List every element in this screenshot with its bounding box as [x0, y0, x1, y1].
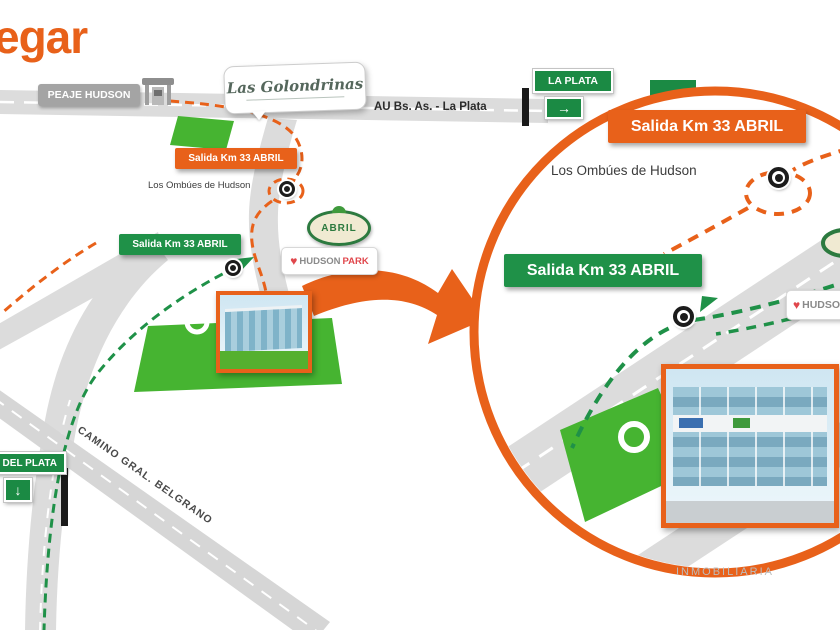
pin-dot	[230, 265, 236, 271]
heart-icon: ♥	[290, 254, 298, 268]
inset-abril-logo-fragment	[821, 228, 840, 258]
target-pin-icon	[225, 260, 241, 276]
leaf-icon	[332, 206, 346, 213]
salida-green-sign: Salida Km 33 ABRIL	[119, 234, 241, 255]
photo-mullions	[672, 387, 828, 487]
toll-canopy	[142, 78, 174, 85]
inset-ombues-label: Los Ombúes de Hudson	[551, 163, 697, 178]
sign-pointer	[251, 111, 267, 121]
inset-green-route	[570, 236, 840, 449]
abril-label: ABRIL	[321, 222, 357, 234]
toll-pillar	[167, 85, 171, 105]
toll-window	[154, 90, 162, 96]
mar-del-plata-sign: MAR DEL PLATA ↓	[0, 451, 67, 503]
inset-salida-green-sign: Salida Km 33 ABRIL	[504, 254, 702, 287]
inset-orange-loop	[744, 170, 812, 216]
photo-sign-mark	[733, 418, 750, 428]
zoom-arrow	[302, 269, 486, 344]
salida-orange-sign: Salida Km 33 ABRIL	[175, 148, 297, 169]
green-route-dashed	[42, 265, 237, 630]
photo-sign-mark	[679, 418, 703, 428]
pin-dot	[774, 173, 783, 182]
las-golondrinas-sign: Las Golondrinas	[223, 61, 367, 121]
down-arrow-icon: ↓	[3, 477, 33, 503]
divider	[246, 96, 345, 101]
exit-ramp-road	[248, 118, 297, 305]
pin-dot	[284, 186, 290, 192]
camino-lane-line	[0, 401, 317, 630]
peaje-hudson-sign: PEAJE HUDSON	[38, 84, 140, 106]
roundabout-marker	[184, 309, 210, 335]
photo-signage-band	[672, 415, 828, 433]
park-label: PARK	[342, 255, 369, 267]
hudson-label: HUDSON	[802, 299, 840, 311]
target-pin-icon	[673, 306, 694, 327]
photo-plaza	[666, 501, 834, 523]
orange-route-loop	[267, 177, 305, 205]
building-photo	[216, 291, 312, 373]
south-road-lane-line	[39, 399, 71, 630]
camino-road	[0, 390, 330, 630]
la-plata-pole	[522, 88, 529, 126]
toll-pillar	[145, 85, 149, 105]
inset-orange-route	[791, 120, 840, 172]
pin-dot	[679, 312, 688, 321]
hudson-label: HUDSON	[299, 255, 341, 267]
page-title: egar	[0, 11, 88, 63]
mar-del-plata-pole	[61, 468, 68, 526]
watermark-text: INMOBILIARIA	[676, 566, 774, 578]
inset-salida-orange-sign: Salida Km 33 ABRIL	[608, 110, 806, 143]
inset-roundabout-marker	[618, 421, 650, 453]
south-road	[25, 236, 168, 630]
orange-route-dashed-2	[250, 199, 273, 293]
photo-grass	[220, 351, 308, 369]
target-pin-icon	[768, 167, 789, 188]
inset-green-arrowhead	[700, 296, 718, 312]
las-golondrinas-label: Las Golondrinas	[226, 74, 364, 98]
toll-booth-icon	[142, 74, 176, 108]
photo-building	[225, 304, 303, 352]
ombues-label: Los Ombúes de Hudson	[148, 180, 251, 191]
orange-route-dashed	[169, 99, 304, 178]
target-pin-icon	[279, 181, 295, 197]
green-area-toll	[170, 116, 234, 150]
la-plata-label: LA PLATA	[532, 68, 614, 94]
abril-logo: ABRIL	[307, 206, 371, 246]
la-plata-sign: LA PLATA →	[532, 68, 643, 120]
inset-building-photo	[661, 364, 839, 528]
highway-label: AU Bs. As. - La Plata	[374, 101, 487, 113]
inset-orange-route-2	[663, 206, 749, 256]
right-arrow-icon: →	[544, 96, 584, 120]
mar-del-plata-label: MAR DEL PLATA	[0, 451, 67, 475]
heart-icon: ♥	[793, 298, 801, 312]
